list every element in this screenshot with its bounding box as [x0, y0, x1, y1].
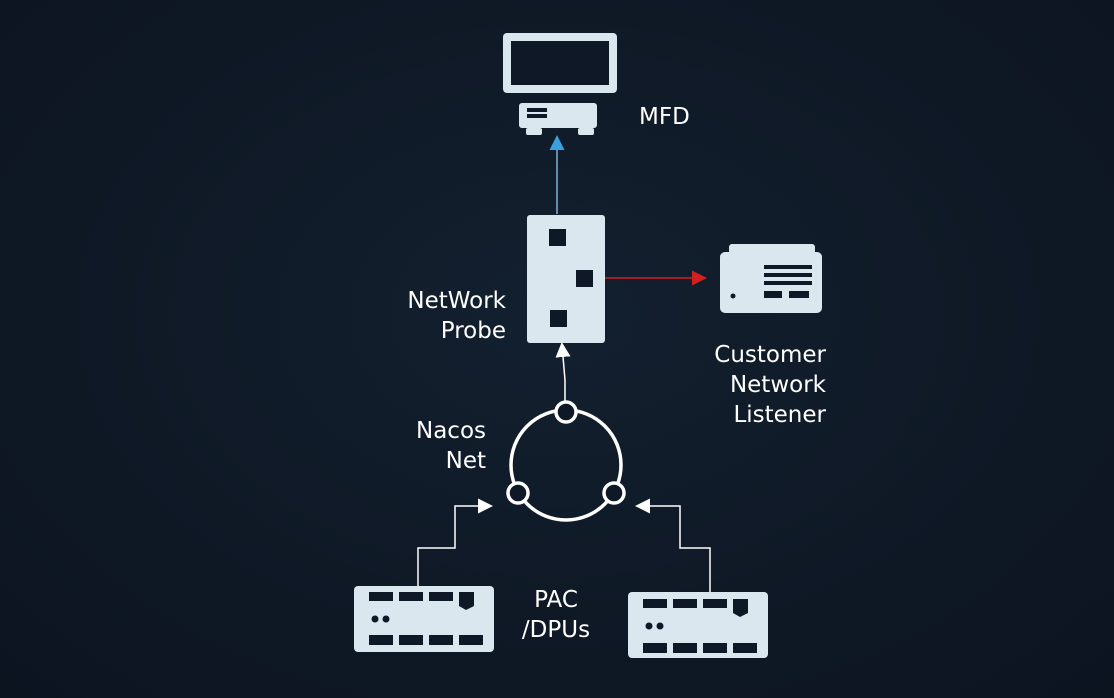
- network-probe-icon: [527, 215, 605, 343]
- customer-listener-label-line-1: Customer: [714, 342, 826, 368]
- switch-icon: [354, 586, 494, 652]
- link-pac-left-to-nacos: [417, 498, 493, 586]
- customer-listener-label-line-2: Network: [729, 372, 826, 398]
- link-nacos-to-probe: [555, 342, 571, 403]
- pac-dpus-label: PAC /DPUs: [504, 585, 608, 645]
- switch-icon: [628, 592, 768, 658]
- nacos-net-label-line-1: Nacos: [416, 418, 486, 444]
- customer-listener-label: Customer Network Listener: [690, 340, 826, 430]
- customer-listener-label-line-3: Listener: [733, 402, 826, 428]
- nacos-net-label-line-2: Net: [445, 448, 486, 474]
- nacos-net-label: Nacos Net: [380, 416, 486, 476]
- ring-network-icon: [506, 400, 626, 522]
- link-pac-right-to-nacos: [635, 498, 711, 592]
- server-icon: [720, 244, 822, 313]
- pac-dpus-label-line-1: PAC: [534, 587, 578, 613]
- mfd-label-text: MFD: [639, 104, 690, 130]
- pac-dpus-label-line-2: /DPUs: [521, 617, 591, 643]
- network-probe-label: NetWork Probe: [378, 286, 506, 346]
- monitor-icon: [503, 33, 617, 135]
- network-probe-label-line-2: Probe: [440, 318, 506, 344]
- mfd-label: MFD: [639, 102, 690, 132]
- network-probe-label-line-1: NetWork: [407, 288, 506, 314]
